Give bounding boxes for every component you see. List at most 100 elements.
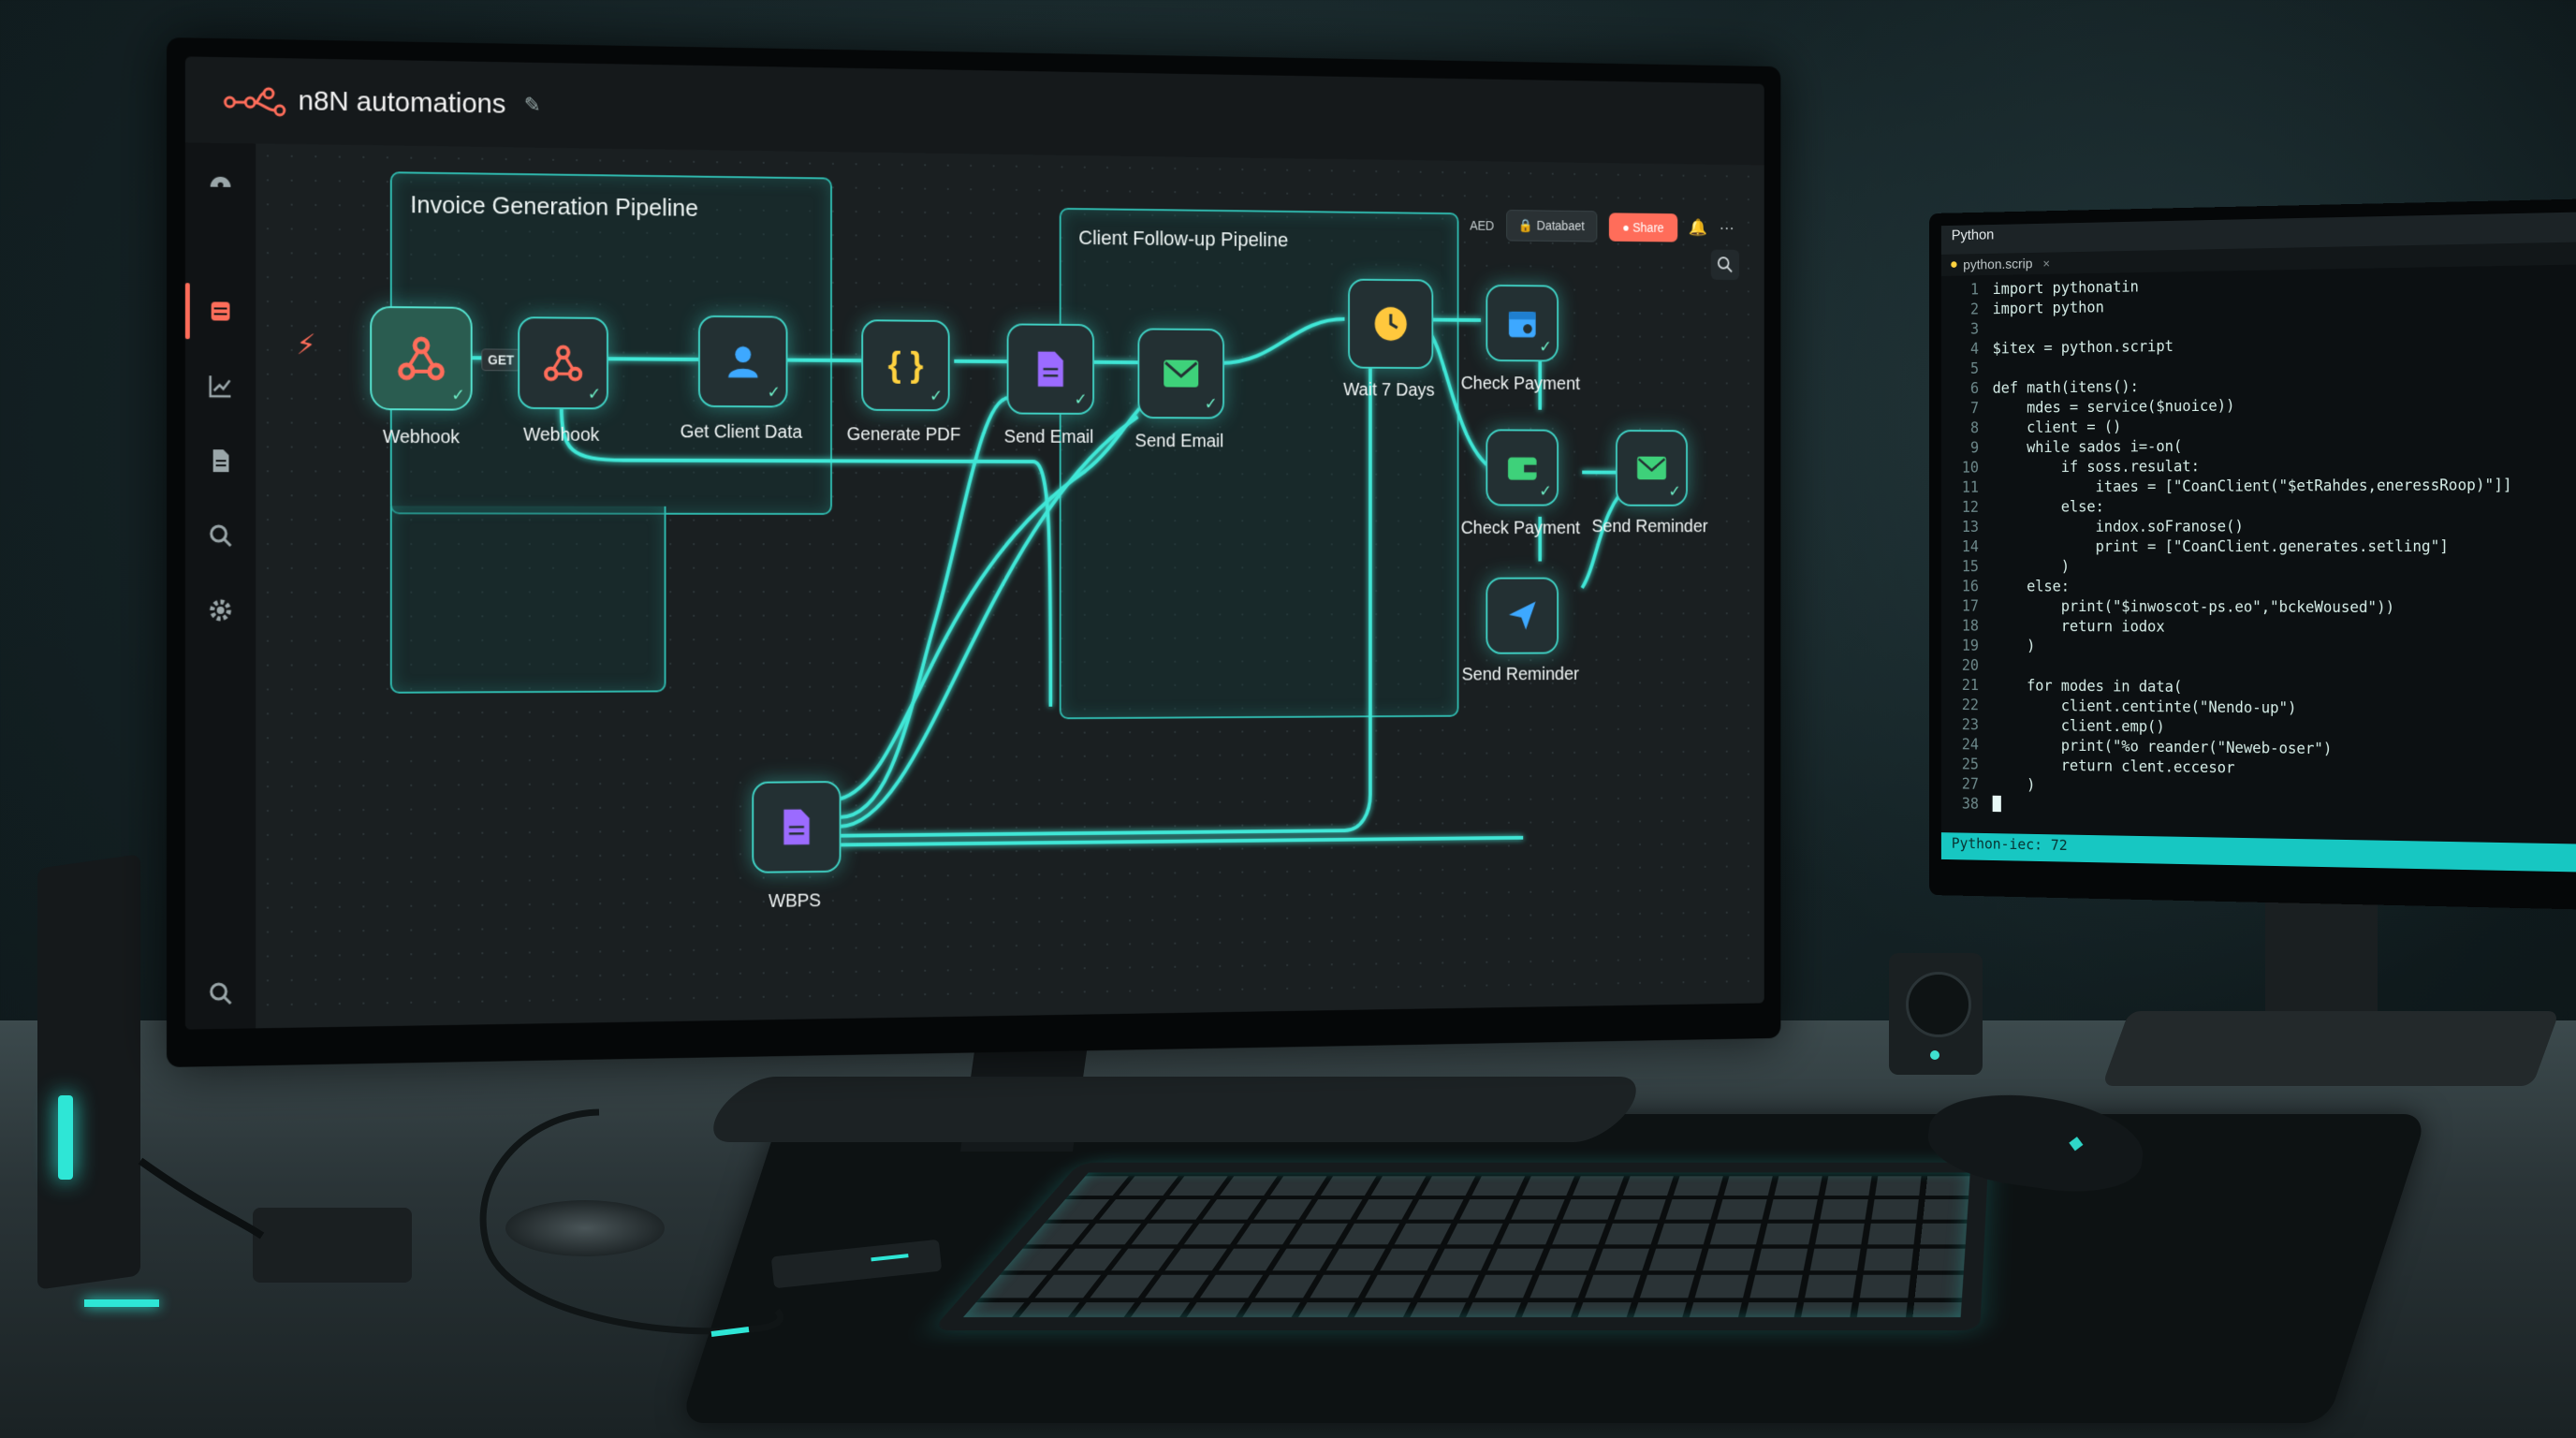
speaker xyxy=(1889,953,1983,1075)
more-options-icon[interactable]: ··· xyxy=(1719,218,1734,237)
usb-led xyxy=(871,1254,909,1262)
tower-base-light xyxy=(84,1299,159,1307)
gear-icon[interactable] xyxy=(202,592,240,629)
webhook-icon xyxy=(394,330,449,387)
keyboard-keys xyxy=(963,1172,1970,1318)
send-email-doc-node[interactable]: ✓ xyxy=(1006,323,1095,415)
app-header: n8N automations ✎ xyxy=(185,56,1764,165)
code-text: print("$inwoscot-ps.eo","bckeWoused")) xyxy=(1992,597,2395,617)
document-icon[interactable] xyxy=(202,442,240,479)
get-method-badge: GET xyxy=(481,348,520,372)
speaker-cone xyxy=(1906,972,1971,1037)
search-icon[interactable] xyxy=(202,517,240,554)
tab-close-icon[interactable]: × xyxy=(2042,256,2051,271)
check-payment-calendar-label: Check Payment xyxy=(1460,374,1581,394)
send-reminder-send-label: Send Reminder xyxy=(1461,664,1580,685)
code-text: print = ["CoanClient.generates.setling"] xyxy=(1992,537,2449,555)
code-text: import pythonatin xyxy=(1992,277,2139,298)
n8n-logo-icon[interactable] xyxy=(223,81,287,120)
send-icon xyxy=(1508,601,1536,630)
code-text: $itex = python.script xyxy=(1992,337,2174,358)
send-reminder-email-label: Send Reminder xyxy=(1591,517,1708,536)
zoom-search-icon[interactable] xyxy=(202,975,240,1013)
user-icon xyxy=(728,345,758,378)
wallet-icon xyxy=(1508,457,1537,480)
code-line: 16 else: xyxy=(1950,578,2576,599)
tower-light-strip xyxy=(58,1095,73,1180)
check-payment-wallet-node[interactable]: ✓ xyxy=(1486,429,1559,506)
database-button[interactable]: 🔒 Databaet xyxy=(1505,210,1598,242)
wbps-label: WBPS xyxy=(768,890,822,912)
code-line: 17 print("$inwoscot-ps.eo","bckeWoused")… xyxy=(1950,597,2576,620)
bell-icon[interactable]: 🔔 xyxy=(1689,218,1708,237)
line-number: 22 xyxy=(1961,696,1980,714)
wireless-charger xyxy=(505,1200,665,1256)
toolbar-badge: AED xyxy=(1470,217,1495,233)
webhook-icon xyxy=(540,340,585,387)
success-check-icon: ✓ xyxy=(587,384,602,404)
wait-7-days-node[interactable] xyxy=(1348,278,1434,370)
mechanical-keyboard xyxy=(931,1162,1989,1331)
code-text: else: xyxy=(1992,497,2104,516)
send-email-label: Send Email xyxy=(1134,431,1224,452)
share-button[interactable]: ● Share xyxy=(1608,212,1677,242)
line-number: 14 xyxy=(1961,537,1980,555)
dashboard-icon[interactable] xyxy=(202,162,240,199)
code-text: itaes = ["CoanClient("$etRahdes,eneressR… xyxy=(1992,476,2512,496)
webhook-trigger-node[interactable]: ✓ xyxy=(370,305,473,411)
line-number: 24 xyxy=(1961,735,1980,754)
line-number: 38 xyxy=(1961,795,1980,813)
send-reminder-email-node[interactable]: ✓ xyxy=(1616,430,1688,506)
wbps-node[interactable] xyxy=(752,781,842,873)
code-text: mdes = service($nuoice)) xyxy=(1992,396,2235,417)
line-number: 20 xyxy=(1961,656,1980,674)
line-number: 6 xyxy=(1969,379,1980,397)
line-number: 4 xyxy=(1969,340,1980,358)
send-email-node[interactable]: ✓ xyxy=(1137,328,1224,419)
code-line: 10 if soss.resulat: xyxy=(1950,455,2576,478)
check-payment-calendar-node[interactable]: ✓ xyxy=(1486,284,1559,362)
text-cursor xyxy=(1992,795,2001,813)
generate-pdf-node[interactable]: { } ✓ xyxy=(861,319,950,412)
main-monitor: n8N automations ✎ xyxy=(167,37,1781,1067)
editor-status-bar: Python-iec: 72 xyxy=(1940,832,2576,873)
zoom-fit-icon[interactable] xyxy=(1710,249,1740,280)
code-text: indox.soFranose() xyxy=(1992,517,2244,536)
n8n-editor-screen: n8N automations ✎ xyxy=(184,56,1764,1030)
code-text: while sados i=-on( xyxy=(1992,437,2183,457)
get-client-data-node[interactable]: ✓ xyxy=(698,315,788,408)
sidebar xyxy=(184,142,257,1030)
line-number: 13 xyxy=(1961,518,1980,536)
email-icon xyxy=(1636,455,1668,480)
database-icon[interactable] xyxy=(202,292,240,330)
send-reminder-send-node[interactable] xyxy=(1486,577,1559,654)
database-button-label: Databaet xyxy=(1536,218,1585,233)
code-line: 12 else: xyxy=(1950,496,2576,519)
email-icon xyxy=(1162,359,1200,388)
invoice-pipeline-title: Invoice Generation Pipeline xyxy=(410,190,698,222)
code-line: 13 indox.soFranose() xyxy=(1950,517,2576,538)
line-number: 16 xyxy=(1961,577,1980,595)
webhook-node[interactable]: ✓ xyxy=(518,316,608,410)
chart-icon[interactable] xyxy=(202,367,240,404)
side-monitor-base xyxy=(2101,1011,2560,1086)
code-text: for modes in data( xyxy=(1992,676,2183,696)
code-line: 18 return iodox xyxy=(1950,617,2576,640)
success-check-icon: ✓ xyxy=(1539,337,1552,356)
line-number: 1 xyxy=(1969,280,1980,299)
line-number: 19 xyxy=(1961,637,1980,654)
line-number: 8 xyxy=(1969,418,1980,437)
line-number: 25 xyxy=(1961,755,1980,773)
python-icon: ● xyxy=(1949,257,1958,272)
code-text: ) xyxy=(1992,557,2070,576)
code-text: client.emp() xyxy=(1992,716,2165,736)
line-number: 27 xyxy=(1961,775,1980,793)
get-client-data-label: Get Client Data xyxy=(680,421,803,443)
edit-pencil-icon[interactable]: ✎ xyxy=(523,93,541,117)
editor-tab[interactable]: python.scrip xyxy=(1963,256,2033,273)
clock-icon xyxy=(1374,306,1407,341)
workflow-title[interactable]: n8N automations xyxy=(298,85,506,120)
